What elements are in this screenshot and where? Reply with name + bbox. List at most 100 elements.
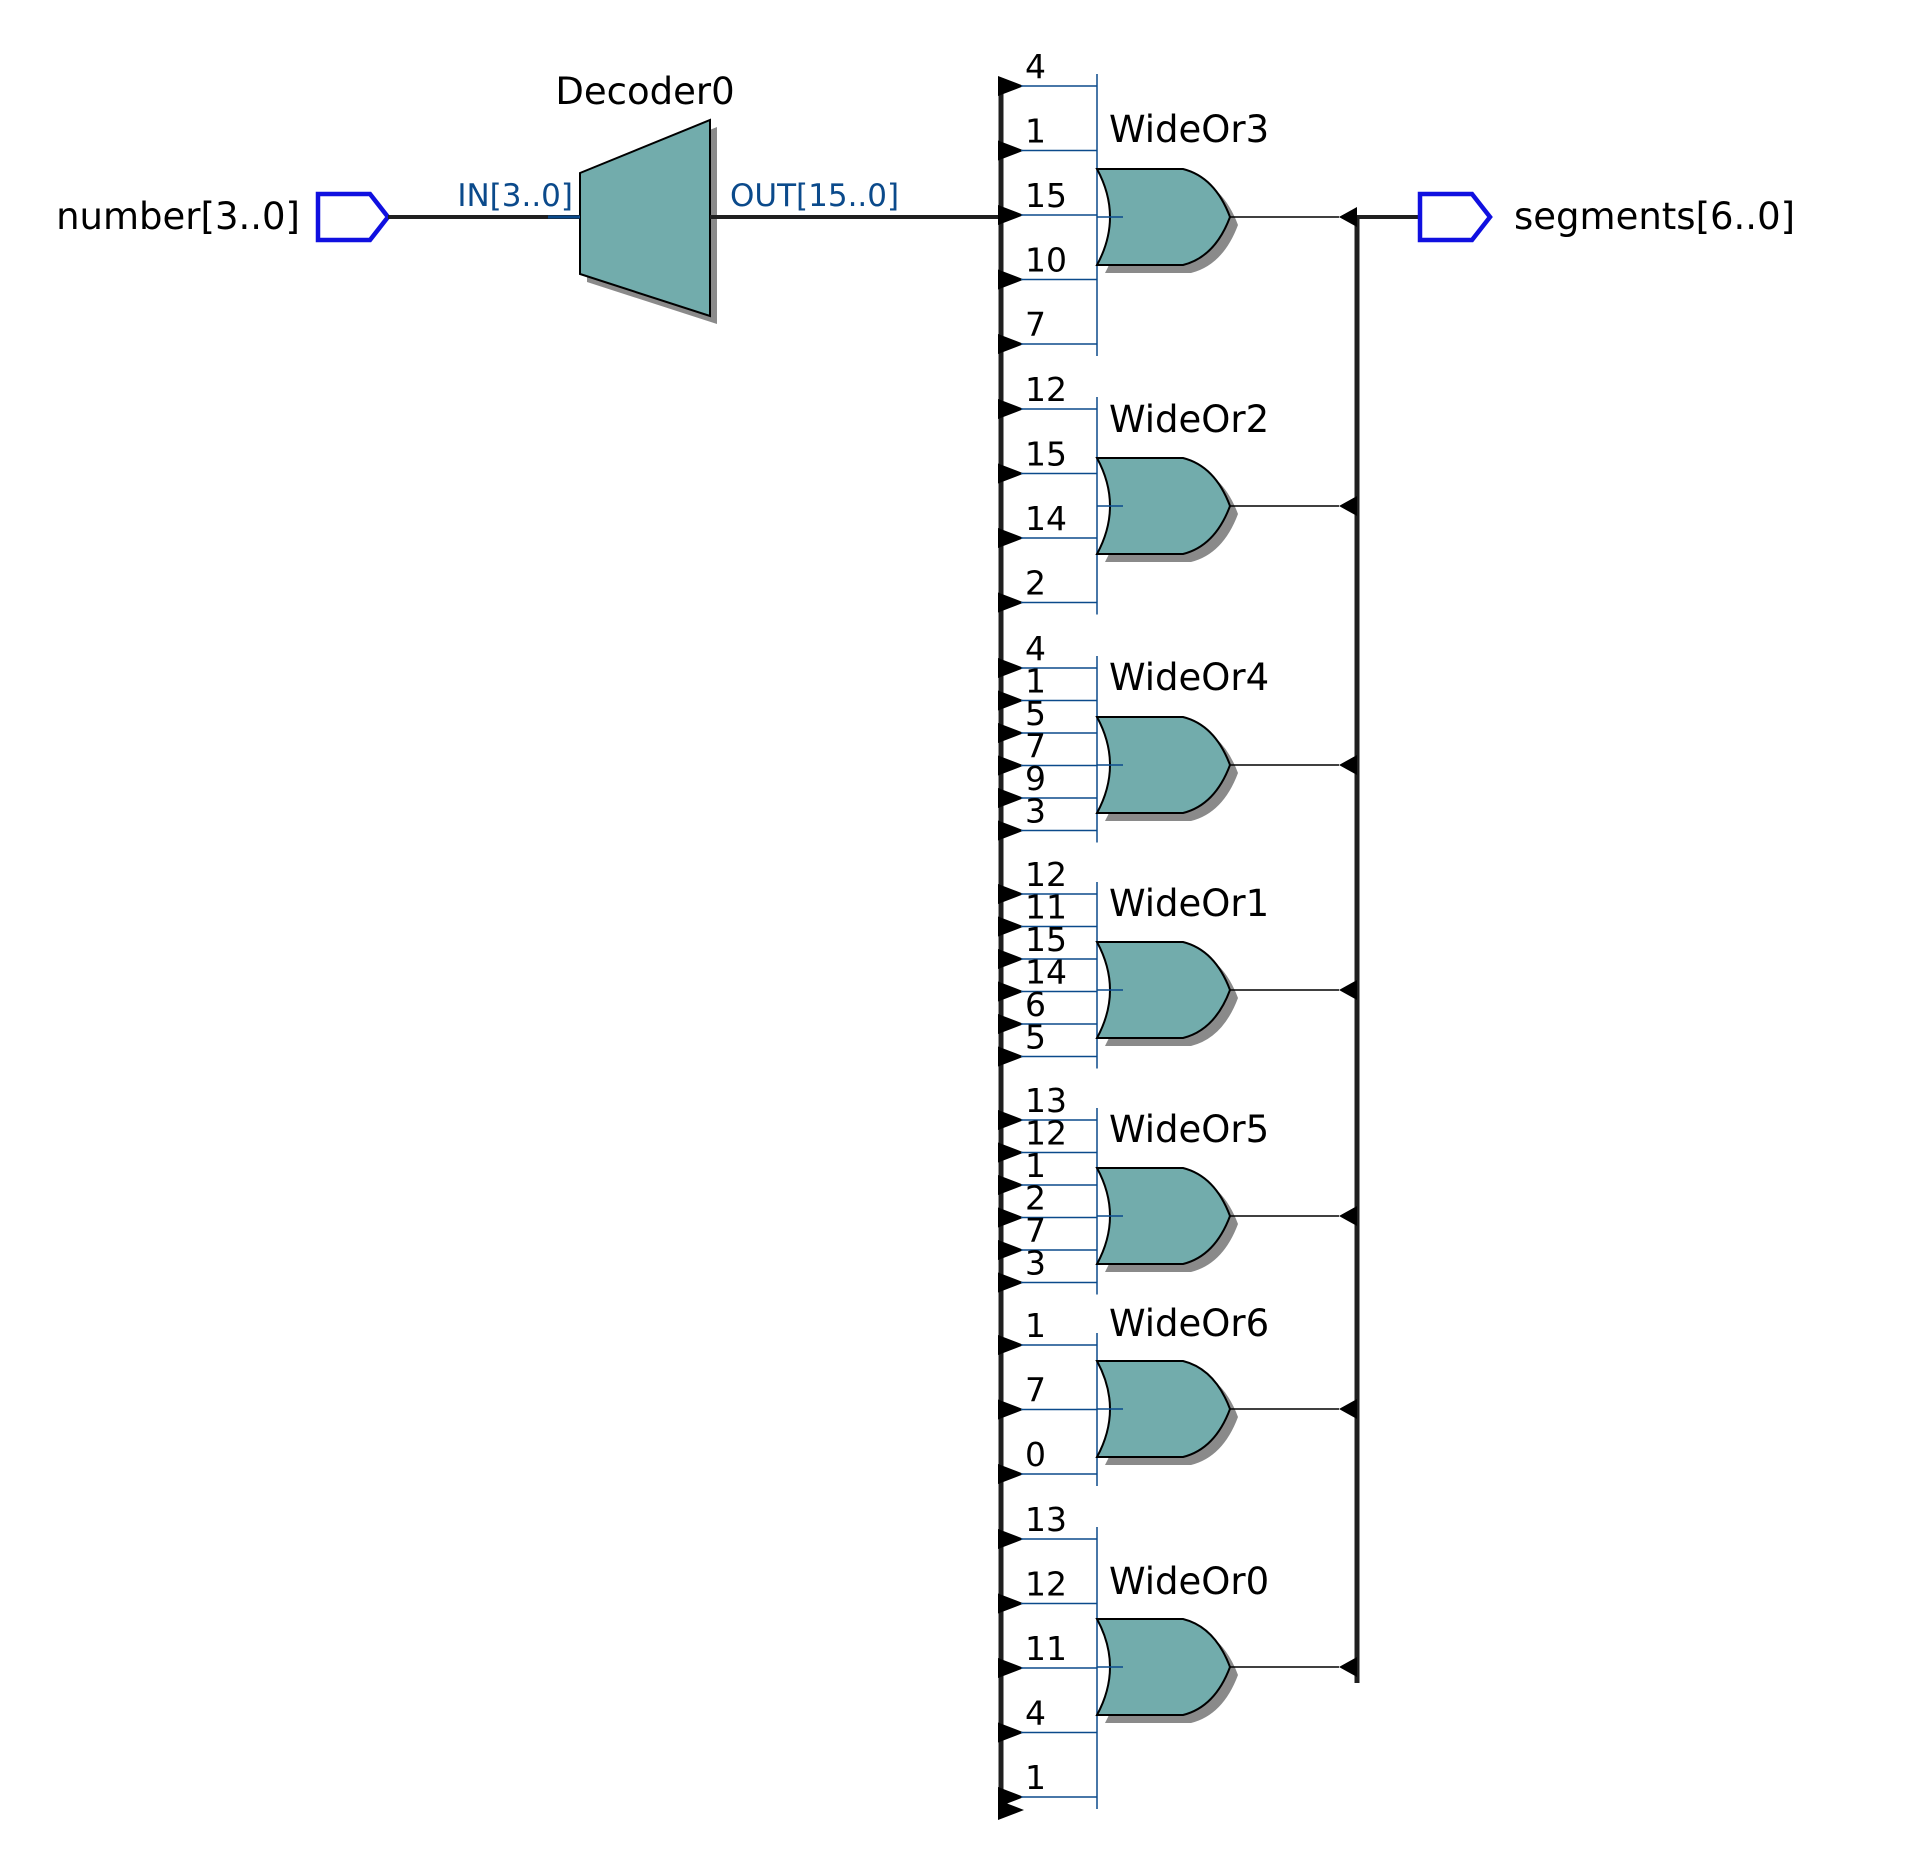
bus-tap-label: 2	[1025, 564, 1046, 603]
or-gates-layer: 4115107WideOr31215142WideOr2415793WideOr…	[998, 47, 1357, 1820]
output-pin-icon	[1417, 191, 1493, 243]
bus-tap-label: 1	[1025, 1306, 1046, 1345]
bus-tap-arrow-icon	[998, 592, 1024, 613]
mux-trapezoid-icon	[579, 118, 711, 318]
bus-tap-arrow-icon	[998, 334, 1024, 354]
output-join-arrow-icon	[1339, 1399, 1357, 1419]
decoder-name: Decoder0	[555, 70, 734, 113]
bus-tap-arrow-icon	[998, 1175, 1024, 1195]
or-gate-name: WideOr3	[1109, 108, 1269, 151]
bus-tap-label: 12	[1025, 855, 1067, 894]
bus-tap-label: 12	[1025, 370, 1067, 409]
bus-tap-label: 12	[1025, 1114, 1067, 1153]
bus-tap-arrow-icon	[998, 1593, 1024, 1614]
decoder-block[interactable]: Decoder0 IN[3..0] OUT[15..0]	[457, 70, 899, 324]
output-join-arrow-icon	[1339, 207, 1357, 227]
bus-tap-label: 6	[1025, 985, 1046, 1024]
bus-tap-label: 9	[1025, 759, 1046, 798]
bus-tap-label: 11	[1025, 888, 1067, 927]
bus-tap-arrow-icon	[998, 1142, 1024, 1163]
bus-tap-arrow-icon	[998, 140, 1024, 161]
output-join-arrow-icon	[1339, 755, 1357, 775]
bus-tap-label: 10	[1025, 241, 1067, 280]
output-join-arrow-icon	[1339, 496, 1357, 516]
bus-tap-label: 15	[1025, 435, 1067, 474]
or-gate-name: WideOr1	[1109, 882, 1269, 925]
output-port-label: segments[6..0]	[1514, 195, 1795, 238]
output-port-segments[interactable]: segments[6..0]	[1417, 191, 1795, 243]
or-gate-group[interactable]: 12 15 14 2 WideOr2	[998, 370, 1357, 615]
input-port-label: number[3..0]	[56, 195, 300, 238]
or-gate-name: WideOr6	[1109, 1302, 1269, 1345]
bus-tap-arrow-icon	[998, 1014, 1024, 1034]
bus-tap-arrow-icon	[998, 916, 1024, 937]
bus-tap-label: 1	[1025, 112, 1046, 151]
bus-tap-label: 2	[1025, 1179, 1046, 1218]
input-pin-icon	[315, 191, 391, 243]
bus-tap-label: 4	[1025, 47, 1046, 86]
bus-tap-arrow-icon	[998, 1722, 1024, 1743]
bus-tap-label: 5	[1025, 1018, 1046, 1057]
bus-tap-arrow-icon	[998, 1464, 1024, 1484]
or-gate-name: WideOr0	[1109, 1560, 1269, 1603]
bus-tap-arrow-icon	[998, 1529, 1024, 1549]
bus-tap-arrow-icon	[998, 1240, 1024, 1260]
or-gate-name: WideOr2	[1109, 398, 1269, 441]
bus-tap-arrow-icon	[998, 463, 1024, 484]
bus-tap-label: 13	[1025, 1081, 1067, 1120]
or-gate-group[interactable]: 4 1 15 10 7 WideOr3	[998, 47, 1357, 356]
bus-tap-label: 3	[1025, 1244, 1046, 1283]
bus-tap-label: 1	[1025, 1146, 1046, 1185]
bus-tap-arrow-icon	[998, 1046, 1024, 1067]
bus-tap-label: 12	[1025, 1565, 1067, 1604]
bus-tap-label: 15	[1025, 176, 1067, 215]
decoder-out-label: OUT[15..0]	[730, 178, 899, 214]
bus-tap-label: 7	[1025, 1211, 1046, 1250]
bus-tap-arrow-icon	[998, 884, 1024, 904]
bus-tap-label: 11	[1025, 1629, 1067, 1668]
bus-tap-label: 13	[1025, 1500, 1067, 1539]
bus-tap-arrow-icon	[998, 76, 1024, 96]
output-join-arrow-icon	[1339, 980, 1357, 1000]
bus-tap-arrow-icon	[998, 1335, 1024, 1355]
bus-tap-arrow-icon	[998, 1787, 1024, 1807]
output-join-arrow-icon	[1339, 1657, 1357, 1677]
bus-tap-label: 4	[1025, 1694, 1046, 1733]
output-join-arrow-icon	[1339, 1206, 1357, 1226]
bus-tap-arrow-icon	[998, 399, 1024, 419]
bus-tap-label: 3	[1025, 792, 1046, 831]
bus-tap-arrow-icon	[998, 1399, 1024, 1420]
bus-tap-arrow-icon	[998, 755, 1024, 776]
bus-tap-label: 14	[1025, 499, 1067, 538]
bus-end-arrow-icon	[998, 1800, 1024, 1820]
bus-tap-label: 1	[1025, 662, 1046, 701]
bus-tap-arrow-icon	[998, 723, 1024, 743]
decoder-in-label: IN[3..0]	[457, 178, 573, 214]
bus-tap-label: 15	[1025, 920, 1067, 959]
bus-tap-label: 7	[1025, 727, 1046, 766]
bus-tap-label: 7	[1025, 1371, 1046, 1410]
bus-tap-arrow-icon	[998, 269, 1024, 290]
bus-tap-label: 4	[1025, 629, 1046, 668]
bus-tap-label: 0	[1025, 1435, 1046, 1474]
bus-tap-arrow-icon	[998, 788, 1024, 808]
bus-tap-arrow-icon	[998, 820, 1024, 841]
bus-tap-arrow-icon	[998, 205, 1024, 225]
or-gate-group[interactable]: 1 7 0 WideOr6	[998, 1302, 1357, 1486]
bus-tap-arrow-icon	[998, 528, 1024, 548]
bus-tap-arrow-icon	[998, 690, 1024, 711]
bus-tap-arrow-icon	[998, 981, 1024, 1002]
or-gate-name: WideOr5	[1109, 1108, 1269, 1151]
or-gate-name: WideOr4	[1109, 656, 1269, 699]
bus-tap-label: 7	[1025, 305, 1046, 344]
bus-tap-arrow-icon	[998, 1110, 1024, 1130]
bus-tap-label: 5	[1025, 694, 1046, 733]
bus-tap-arrow-icon	[998, 1658, 1024, 1678]
input-port-number[interactable]: number[3..0]	[56, 191, 391, 243]
bus-tap-arrow-icon	[998, 949, 1024, 969]
